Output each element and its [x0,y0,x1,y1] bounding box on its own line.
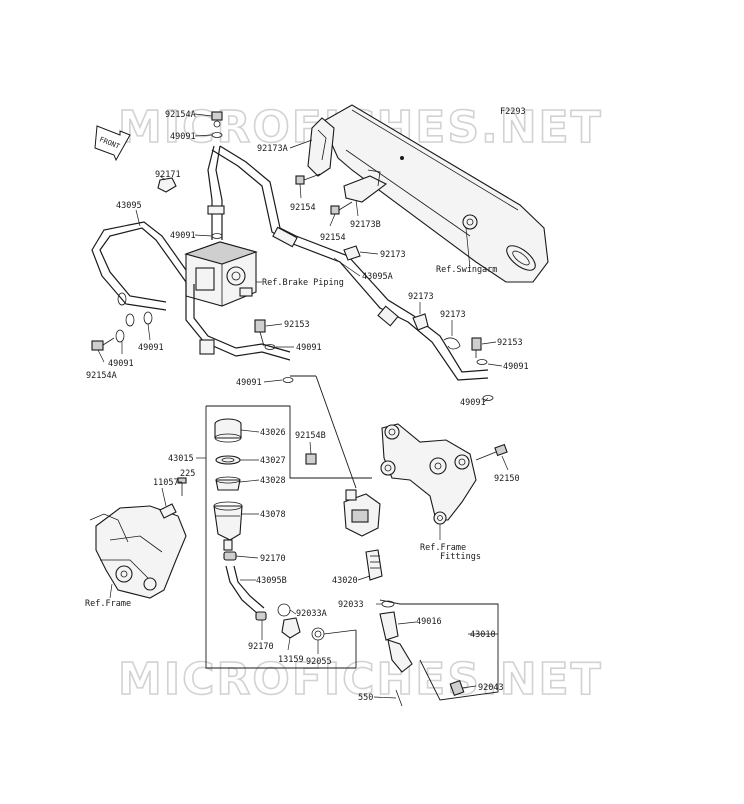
banjo-bolt-92153-left [254,319,266,347]
label-49091-c: 49091 [236,378,262,388]
label-ref-frame-fittings-1: Ref.Frame [420,543,466,553]
label-92171: 92171 [155,170,181,180]
label-92055: 92055 [306,657,332,667]
label-92154B: 92154B [295,431,326,441]
washer-49091-left [115,329,125,343]
abs-unit [184,241,258,307]
oring-92033A [277,603,291,617]
diaphragm-43028 [215,476,241,491]
label-92153-right: 92153 [497,338,523,348]
label-92154A-top: 92154A [165,110,196,120]
label-92153-left: 92153 [284,320,310,330]
label-49091-e: 49091 [108,359,134,369]
label-49091-mid: 49091 [170,231,196,241]
label-92173A: 92173A [257,144,288,154]
bolt-92154-a [295,173,321,185]
label-92170-b: 92170 [248,642,274,652]
bolt-92150 [475,443,508,461]
clamp-92170-b [255,611,267,621]
frame-drawing [89,505,187,599]
label-49091-b: 49091 [503,362,529,372]
banjo-bolt-92153-right [471,337,482,358]
label-13159: 13159 [278,655,304,665]
label-92154-b: 92154 [320,233,346,243]
label-49091-top: 49091 [170,132,196,142]
label-43015: 43015 [168,454,194,464]
front-arrow-icon: FRONT [94,125,131,162]
label-92173-b: 92173 [408,292,434,302]
fitting-13159 [281,617,301,639]
bolt-92154B [305,453,317,465]
label-ref-swingarm: Ref.Swingarm [436,265,497,275]
label-ref-frame: Ref.Frame [85,599,131,609]
label-11057: 11057 [153,478,179,488]
label-92173-a: 92173 [380,250,406,260]
label-43095B: 43095B [256,576,287,586]
label-92154A-bottom: 92154A [86,371,117,381]
label-92173B: 92173B [350,220,381,230]
figure-code: F2293 [500,107,526,117]
plate-43027 [215,455,241,465]
label-ref-frame-fittings-2: Fittings [440,552,481,562]
label-92033: 92033 [338,600,364,610]
bolt-92154A-bottom [91,337,115,351]
clip-92173-a [343,245,361,261]
label-43095A: 43095A [362,272,393,282]
pushrod-49016 [379,611,413,673]
hose-43095A-sleeve [377,305,399,327]
label-92173-c: 92173 [440,310,466,320]
bracket-11057 [159,503,177,519]
label-550: 550 [358,693,373,703]
clip-92173-b [412,313,429,331]
label-49091-f: 49091 [138,343,164,353]
footpeg-bracket [380,423,477,525]
label-ref-brake-piping: Ref.Brake Piping [262,278,344,288]
reservoir-cap-43026 [214,418,242,443]
swingarm-drawing [321,104,549,283]
label-92154-a: 92154 [290,203,316,213]
pin-550 [395,689,403,707]
label-43095: 43095 [116,201,142,211]
washer-49091-mid [211,233,223,239]
hose-fitting [207,205,225,215]
label-49091-a: 49091 [296,343,322,353]
label-92170-a: 92170 [260,554,286,564]
assembly-43010-frame [379,599,499,701]
label-43026: 43026 [260,428,286,438]
clamp-92170-a [223,551,237,561]
clip-92173-c [443,337,461,350]
master-cylinder-43020 [343,489,383,581]
label-92150: 92150 [494,474,520,484]
hose-43095A-fitting [272,226,298,248]
bolt-92154-b [330,201,353,215]
label-43020: 43020 [332,576,358,586]
bracket-92173B [343,169,388,203]
label-43027: 43027 [260,456,286,466]
watermark-bottom: MICROFICHES.NET [118,654,603,705]
hose-43095B [225,565,259,615]
label-49016: 49016 [416,617,442,627]
screw-225 [177,477,187,496]
label-43028: 43028 [260,476,286,486]
bracket-92173A [307,117,335,177]
label-92043: 92043 [478,683,504,693]
label-92033A: 92033A [296,609,327,619]
pin-92043 [449,679,465,697]
oring-92055 [311,627,325,641]
reservoir-43078 [213,501,243,551]
label-49091-d: 49091 [460,398,486,408]
label-43078: 43078 [260,510,286,520]
lower-hose-fitting [199,339,215,355]
label-225: 225 [180,469,195,479]
assembly-43015-frame [206,405,372,479]
clip-92171 [157,177,177,193]
label-43010: 43010 [470,630,496,640]
